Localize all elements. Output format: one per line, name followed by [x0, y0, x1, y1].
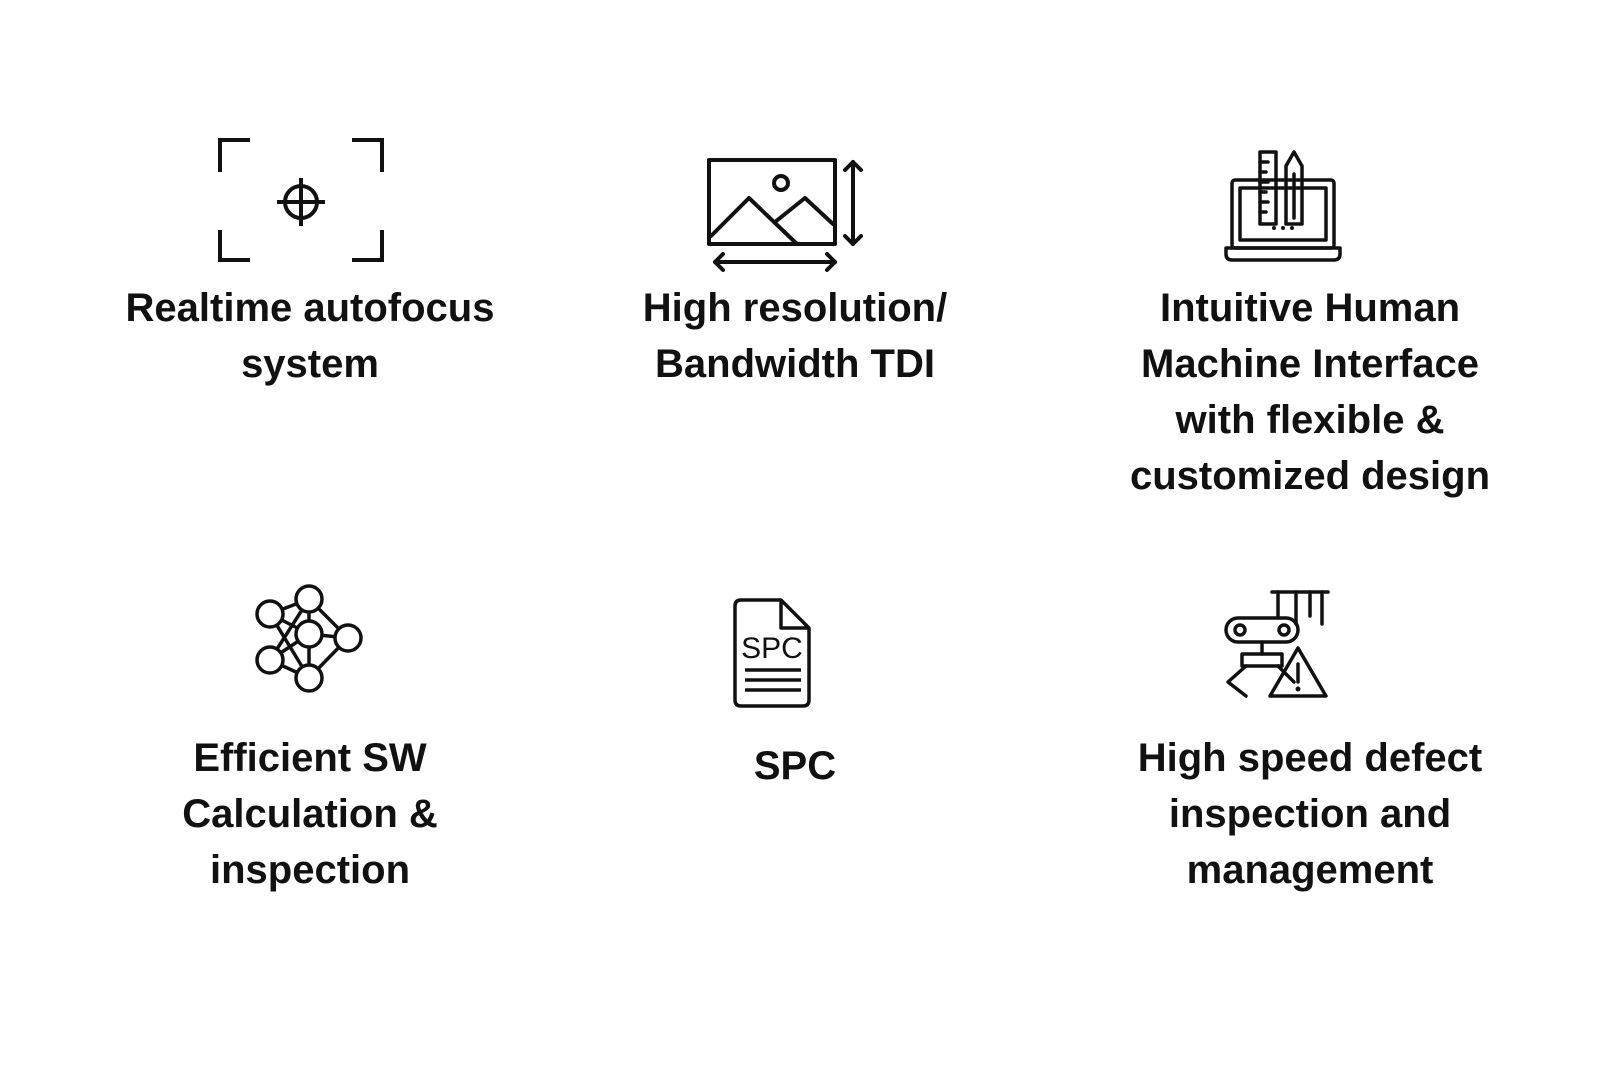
robot-arm-warning-icon [1100, 570, 1520, 710]
image-resolution-icon [585, 128, 1005, 268]
label-line: Intuitive Human [1159, 286, 1461, 330]
label-line: with flexible & [1175, 398, 1445, 442]
label-line: system [241, 342, 379, 386]
label-line: Efficient SW [193, 736, 427, 780]
feature-defect-inspection: High speed defect inspection and managem… [1100, 570, 1520, 898]
autofocus-crosshair-icon [100, 128, 520, 268]
label-line: SPC [753, 744, 837, 788]
neural-network-icon [100, 570, 520, 710]
spc-document-icon: SPC [585, 570, 1005, 710]
feature-label: SPC [585, 738, 1005, 794]
label-line: High resolution/ [642, 286, 948, 330]
feature-spc: SPC SPC [585, 570, 1005, 794]
feature-label: Intuitive Human Machine Interface with f… [1100, 280, 1520, 504]
label-line: Machine Interface [1141, 342, 1479, 386]
laptop-design-tools-icon [1100, 128, 1520, 268]
label-line: Calculation & [182, 792, 438, 836]
feature-efficient-sw: Efficient SW Calculation & inspection [100, 570, 520, 898]
feature-label: High speed defect inspection and managem… [1100, 730, 1520, 898]
label-line: Bandwidth TDI [655, 342, 935, 386]
feature-high-resolution: High resolution/ Bandwidth TDI [585, 128, 1005, 392]
feature-label: High resolution/ Bandwidth TDI [585, 280, 1005, 392]
label-line: High speed defect [1137, 736, 1483, 780]
label-line: inspection [209, 848, 411, 892]
label-line: Realtime autofocus [125, 286, 495, 330]
label-line: customized design [1129, 454, 1491, 498]
label-line: management [1186, 848, 1434, 892]
spc-icon-text: SPC [741, 632, 803, 665]
feature-realtime-autofocus: Realtime autofocus system [100, 128, 520, 392]
feature-label: Realtime autofocus system [100, 280, 520, 392]
feature-label: Efficient SW Calculation & inspection [100, 730, 520, 898]
feature-hmi: Intuitive Human Machine Interface with f… [1100, 128, 1520, 504]
label-line: inspection and [1168, 792, 1452, 836]
